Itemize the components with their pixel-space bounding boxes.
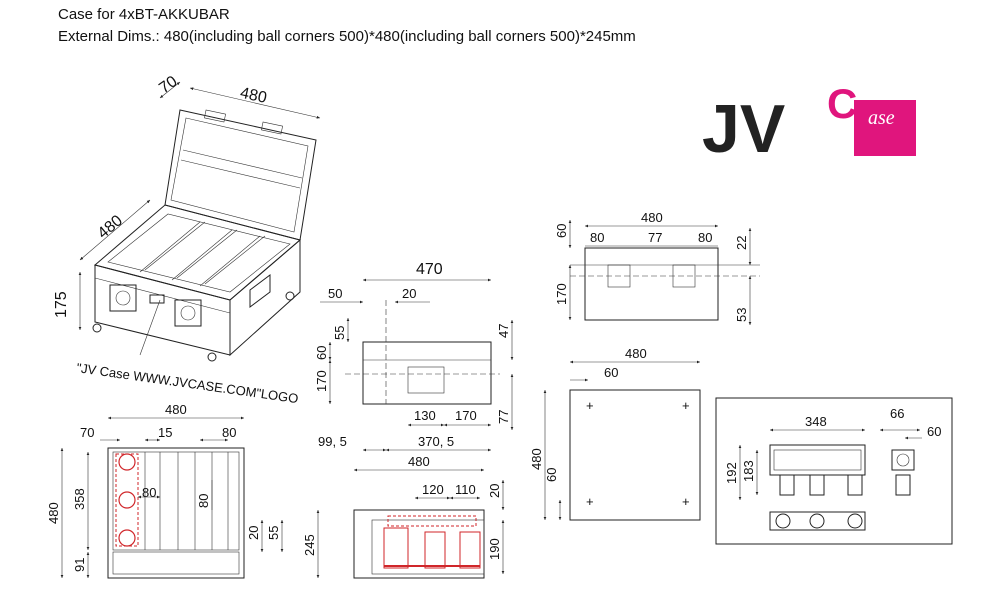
front-dim-77: 77 (496, 410, 511, 424)
plate-dim-480: 480 (625, 346, 647, 361)
front-dim-50: 50 (328, 286, 342, 301)
front-dim-470: 470 (416, 261, 443, 278)
plan-dim-80-vert: 80 (196, 494, 211, 508)
side-dim-53: 53 (734, 308, 749, 322)
section-dim-245: 245 (302, 534, 317, 556)
front-view-drawing: 470 50 20 55 60 170 47 77 130 170 99, 5 … (314, 261, 514, 452)
plan-view-drawing: 480 70 15 80 480 358 91 80 80 20 55 (46, 402, 284, 579)
front-dim-47: 47 (496, 324, 511, 338)
front-dim-60: 60 (314, 346, 329, 360)
section-dim-20: 20 (487, 484, 502, 498)
product-detail-panel: 348 66 60 192 183 (715, 397, 953, 545)
plan-dim-480-h: 480 (46, 502, 61, 524)
plan-dim-20: 20 (246, 526, 261, 540)
iso-dim-175: 175 (53, 291, 70, 318)
front-dim-370-5: 370, 5 (418, 434, 454, 449)
section-dim-120: 120 (422, 482, 444, 497)
plan-dim-358: 358 (72, 488, 87, 510)
product-dim-192: 192 (724, 462, 739, 484)
plan-dim-70: 70 (80, 425, 94, 440)
plan-dim-80-mid: 80 (142, 485, 156, 500)
plate-dim-480-h: 480 (529, 448, 544, 470)
isometric-case-drawing: 70 480 480 175 "JV Case WWW.JVCASE.COM"L… (53, 73, 321, 406)
plate-dim-60: 60 (604, 365, 618, 380)
product-dim-60: 60 (927, 424, 941, 439)
front-dim-99-5: 99, 5 (318, 434, 347, 449)
side-dim-22: 22 (734, 236, 749, 250)
svg-text:+: + (682, 494, 690, 509)
plate-dim-60-h: 60 (544, 468, 559, 482)
side-view-small: 480 80 77 80 60 170 22 53 (554, 210, 760, 325)
plan-dim-80-top: 80 (222, 425, 236, 440)
side-dim-80b: 80 (698, 230, 712, 245)
logo-note: "JV Case WWW.JVCASE.COM"LOGO (76, 360, 300, 406)
logo-jv: JV (702, 91, 785, 167)
logo-c: C (827, 80, 857, 127)
product-dim-66: 66 (890, 406, 904, 421)
front-dim-20: 20 (402, 286, 416, 301)
svg-text:+: + (586, 494, 594, 509)
side-dim-170: 170 (554, 283, 569, 305)
product-dim-348: 348 (805, 414, 827, 429)
svg-text:+: + (586, 398, 594, 413)
plan-dim-55: 55 (266, 526, 281, 540)
iso-dim-70: 70 (156, 73, 180, 97)
side-dim-60: 60 (554, 224, 569, 238)
svg-text:+: + (682, 398, 690, 413)
front-dim-130: 130 (414, 408, 436, 423)
section-dim-480: 480 (408, 454, 430, 469)
iso-dim-480-depth: 480 (95, 212, 126, 242)
front-dim-55: 55 (332, 326, 347, 340)
jv-case-logo: JV C ase (702, 80, 916, 167)
product-dim-183: 183 (741, 460, 756, 482)
side-dim-480: 480 (641, 210, 663, 225)
front-dim-170b: 170 (455, 408, 477, 423)
plan-dim-15: 15 (158, 425, 172, 440)
logo-case: ase (868, 107, 895, 129)
plan-dim-480: 480 (165, 402, 187, 417)
logo-magenta-block (854, 100, 916, 156)
side-dim-80a: 80 (590, 230, 604, 245)
top-plate-drawing: + + + + 480 60 480 60 (529, 346, 701, 521)
plan-dim-91: 91 (72, 558, 87, 572)
section-dim-110: 110 (455, 482, 476, 497)
dimensions-line: External Dims.: 480(including ball corne… (58, 28, 636, 45)
section-view-drawing: 480 120 110 20 245 190 (302, 454, 505, 579)
iso-dim-480-width: 480 (239, 85, 269, 107)
side-dim-77: 77 (648, 230, 662, 245)
section-dim-190: 190 (487, 538, 502, 560)
title-line: Case for 4xBT-AKKUBAR (58, 6, 230, 23)
front-dim-170: 170 (314, 370, 329, 392)
